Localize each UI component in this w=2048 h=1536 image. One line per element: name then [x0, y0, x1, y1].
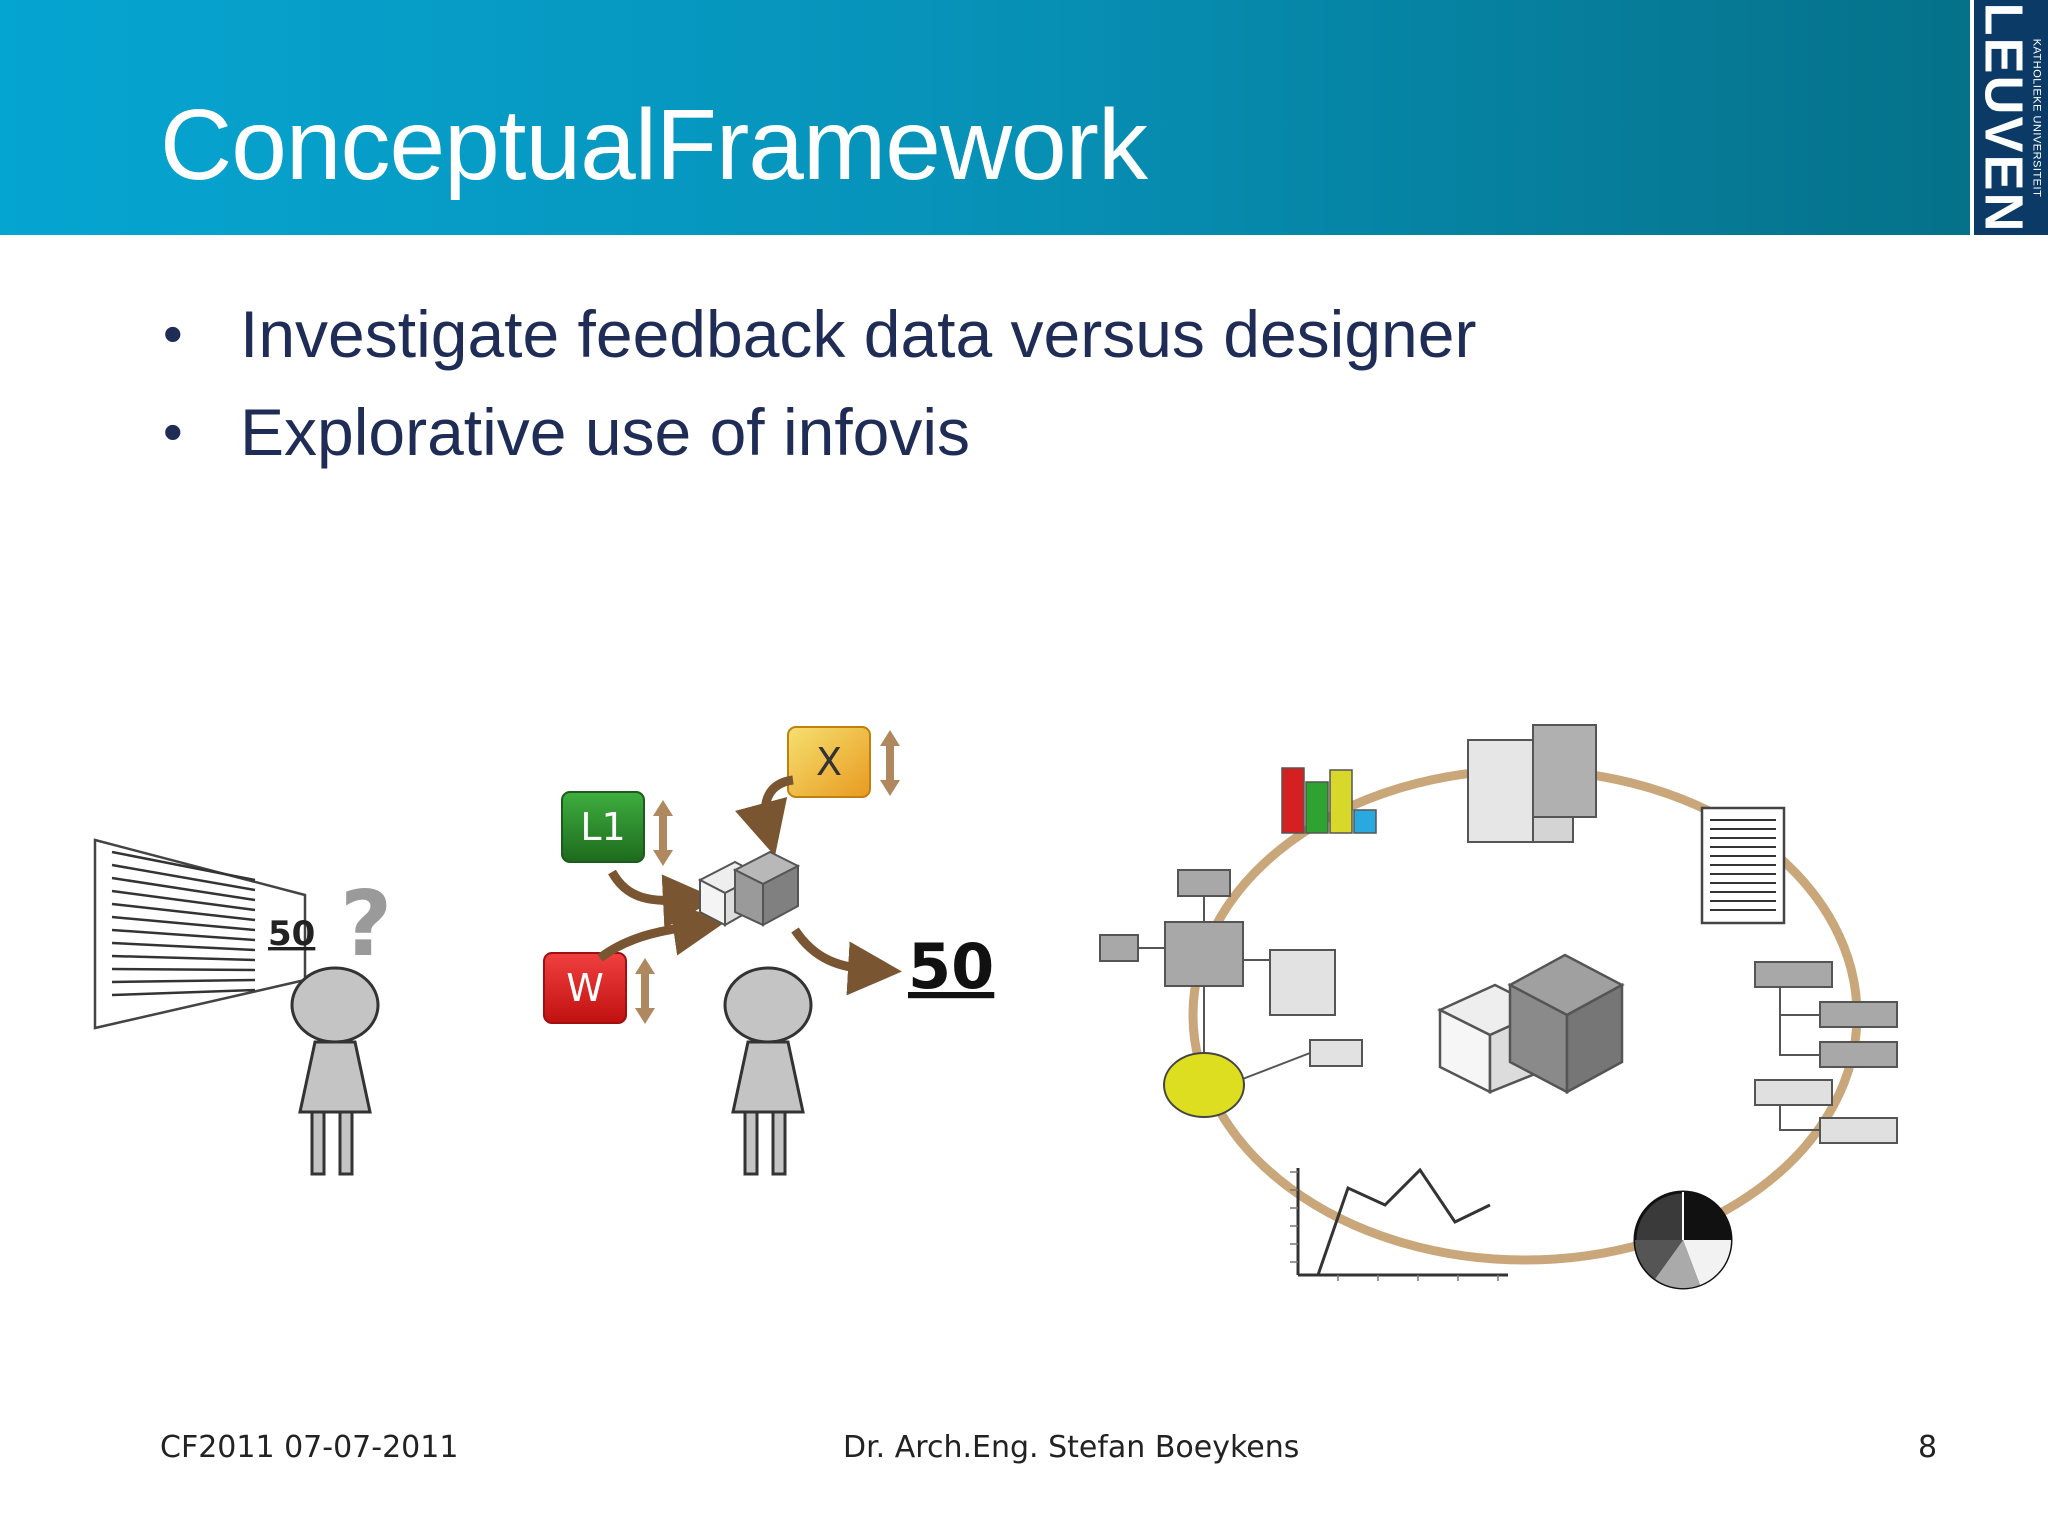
bullet-text: Investigate feedback data versus designe… [240, 297, 1477, 371]
flow-arrows [597, 775, 902, 996]
person-body [298, 1040, 372, 1114]
bullet-text: Explorative use of infovis [240, 395, 971, 469]
parametric-model: L1 W X 50 [543, 726, 994, 1176]
question-mark-icon: ? [340, 872, 392, 977]
param-box-w [543, 952, 627, 1024]
building-model-icon [1437, 953, 1625, 1095]
line-chart-icon [1290, 1167, 1508, 1281]
network-diagram-icon [1099, 869, 1363, 1118]
footer-page-number: 8 [1918, 1430, 1938, 1465]
result-value: 50 [908, 930, 994, 1003]
logo-panel: KATHOLIEKE UNIVERSITEIT LEUVEN [1974, 0, 2048, 235]
param-label-l1: L1 [580, 805, 625, 849]
person-leg [771, 1110, 787, 1176]
person-leg [310, 1110, 326, 1176]
small-building-icon [697, 850, 801, 927]
pie-chart-icon [1633, 1190, 1733, 1290]
bullet-item: • Investigate feedback data versus design… [160, 285, 1476, 383]
person-head [723, 966, 813, 1044]
bullet-dot-icon: • [163, 302, 183, 365]
person-leg [743, 1110, 759, 1176]
floor-plan-icon [1467, 724, 1597, 843]
listing-lines [111, 850, 256, 997]
person-head [290, 966, 380, 1044]
bar-chart-icon [1281, 767, 1377, 834]
listing-value: 50 [268, 914, 315, 954]
footer-conference-date: CF2011 07-07-2011 [160, 1430, 459, 1465]
person-reading-listing: 50 ? [93, 838, 392, 1176]
param-box-l1 [561, 791, 645, 863]
university-logo: KATHOLIEKE UNIVERSITEIT LEUVEN [1970, 0, 2048, 235]
adjust-arrows [635, 730, 900, 1024]
param-label-w: W [566, 966, 604, 1010]
bullet-list: • Investigate feedback data versus design… [160, 285, 1476, 481]
slide-title: ConceptualFramework [160, 89, 1148, 201]
person-body [731, 1040, 805, 1114]
slide-header: ConceptualFramework KATHOLIEKE UNIVERSIT… [0, 0, 2048, 235]
param-label-x: X [816, 740, 842, 784]
person-leg [338, 1110, 354, 1176]
document-icon [1700, 806, 1786, 925]
footer-author: Dr. Arch.Eng. Stefan Boeykens [843, 1430, 1300, 1465]
infovis-ring [1099, 724, 1898, 1290]
bullet-dot-icon: • [163, 400, 183, 463]
tree-diagram-icon [1754, 961, 1898, 1144]
bullet-item: • Explorative use of infovis [160, 383, 1476, 481]
param-box-x [787, 726, 871, 798]
